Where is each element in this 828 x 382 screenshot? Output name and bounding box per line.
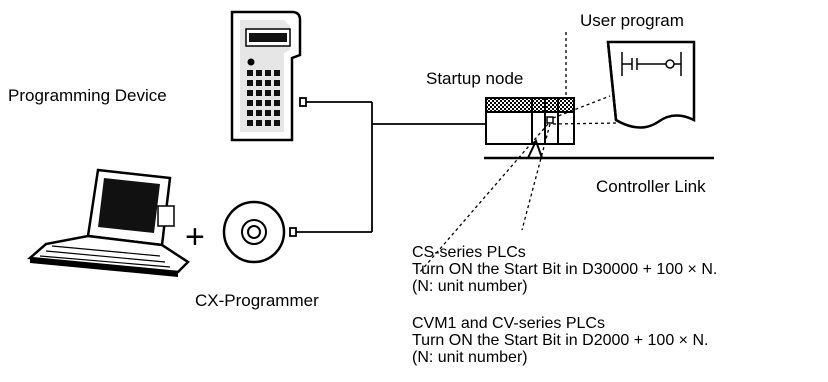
- startup-node-label: Startup node: [426, 69, 524, 88]
- callout-lines: [419, 32, 619, 273]
- controller-link-label: Controller Link: [596, 177, 706, 196]
- cs-series-title: CS-series PLCs: [412, 244, 526, 261]
- controller-link-network: [484, 138, 714, 160]
- cd-rom-icon: [222, 200, 286, 264]
- cs-series-instruction: Turn ON the Start Bit in D30000 + 100 × …: [412, 261, 718, 278]
- cs-series-unit-note: (N: unit number): [412, 278, 528, 295]
- laptop-icon: [26, 168, 190, 277]
- user-program-document-icon: [606, 40, 696, 129]
- cx-programmer-label: CX-Programmer: [195, 291, 319, 310]
- user-program-label: User program: [580, 11, 684, 30]
- cv-series-title: CVM1 and CV-series PLCs: [412, 315, 605, 332]
- cs-series-note: CS-series PLCs Turn ON the Start Bit in …: [412, 244, 717, 295]
- plc-startup-node-icon: [485, 97, 575, 145]
- connection-cables: [289, 97, 486, 237]
- cv-series-instruction: Turn ON the Start Bit in D2000 + 100 × N…: [412, 332, 709, 349]
- cv-series-note: CVM1 and CV-series PLCs Turn ON the Star…: [412, 315, 708, 366]
- cv-series-unit-note: (N: unit number): [412, 349, 528, 366]
- programming-device-label: Programming Device: [8, 86, 167, 105]
- plus-sign: +: [185, 218, 205, 256]
- programming-console-icon: [230, 10, 302, 142]
